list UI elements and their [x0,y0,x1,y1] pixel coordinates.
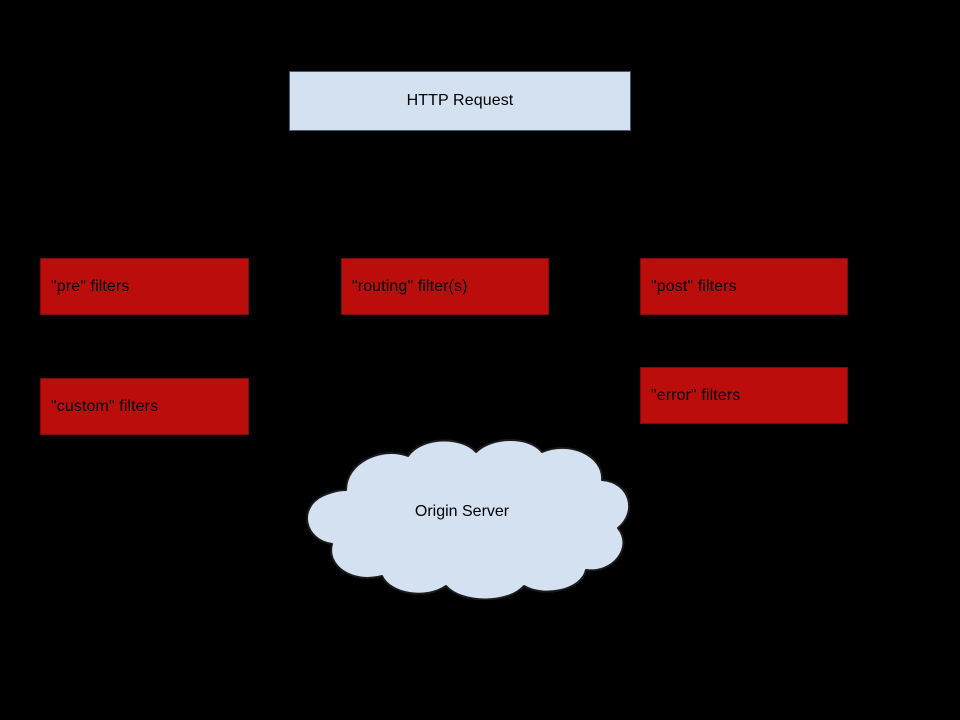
node-pre-filters[interactable]: "pre" filters [40,258,249,315]
node-post-filters-label: "post" filters [651,277,737,295]
node-origin-server-label: Origin Server [414,503,510,520]
cloud-shape-icon [306,439,631,600]
node-routing-filters[interactable]: "routing" filter(s) [341,258,549,315]
node-custom-filters-label: "custom" filters [51,397,159,415]
node-origin-server[interactable] [286,438,638,600]
node-error-filters-label: "error" filters [651,386,741,404]
node-http-request[interactable]: HTTP Request [289,71,631,131]
node-routing-filters-label: "routing" filter(s) [352,277,468,295]
node-error-filters[interactable]: "error" filters [640,367,848,424]
node-post-filters[interactable]: "post" filters [640,258,848,315]
node-pre-filters-label: "pre" filters [51,277,130,295]
node-http-request-label: HTTP Request [406,92,514,110]
node-custom-filters[interactable]: "custom" filters [40,378,249,435]
